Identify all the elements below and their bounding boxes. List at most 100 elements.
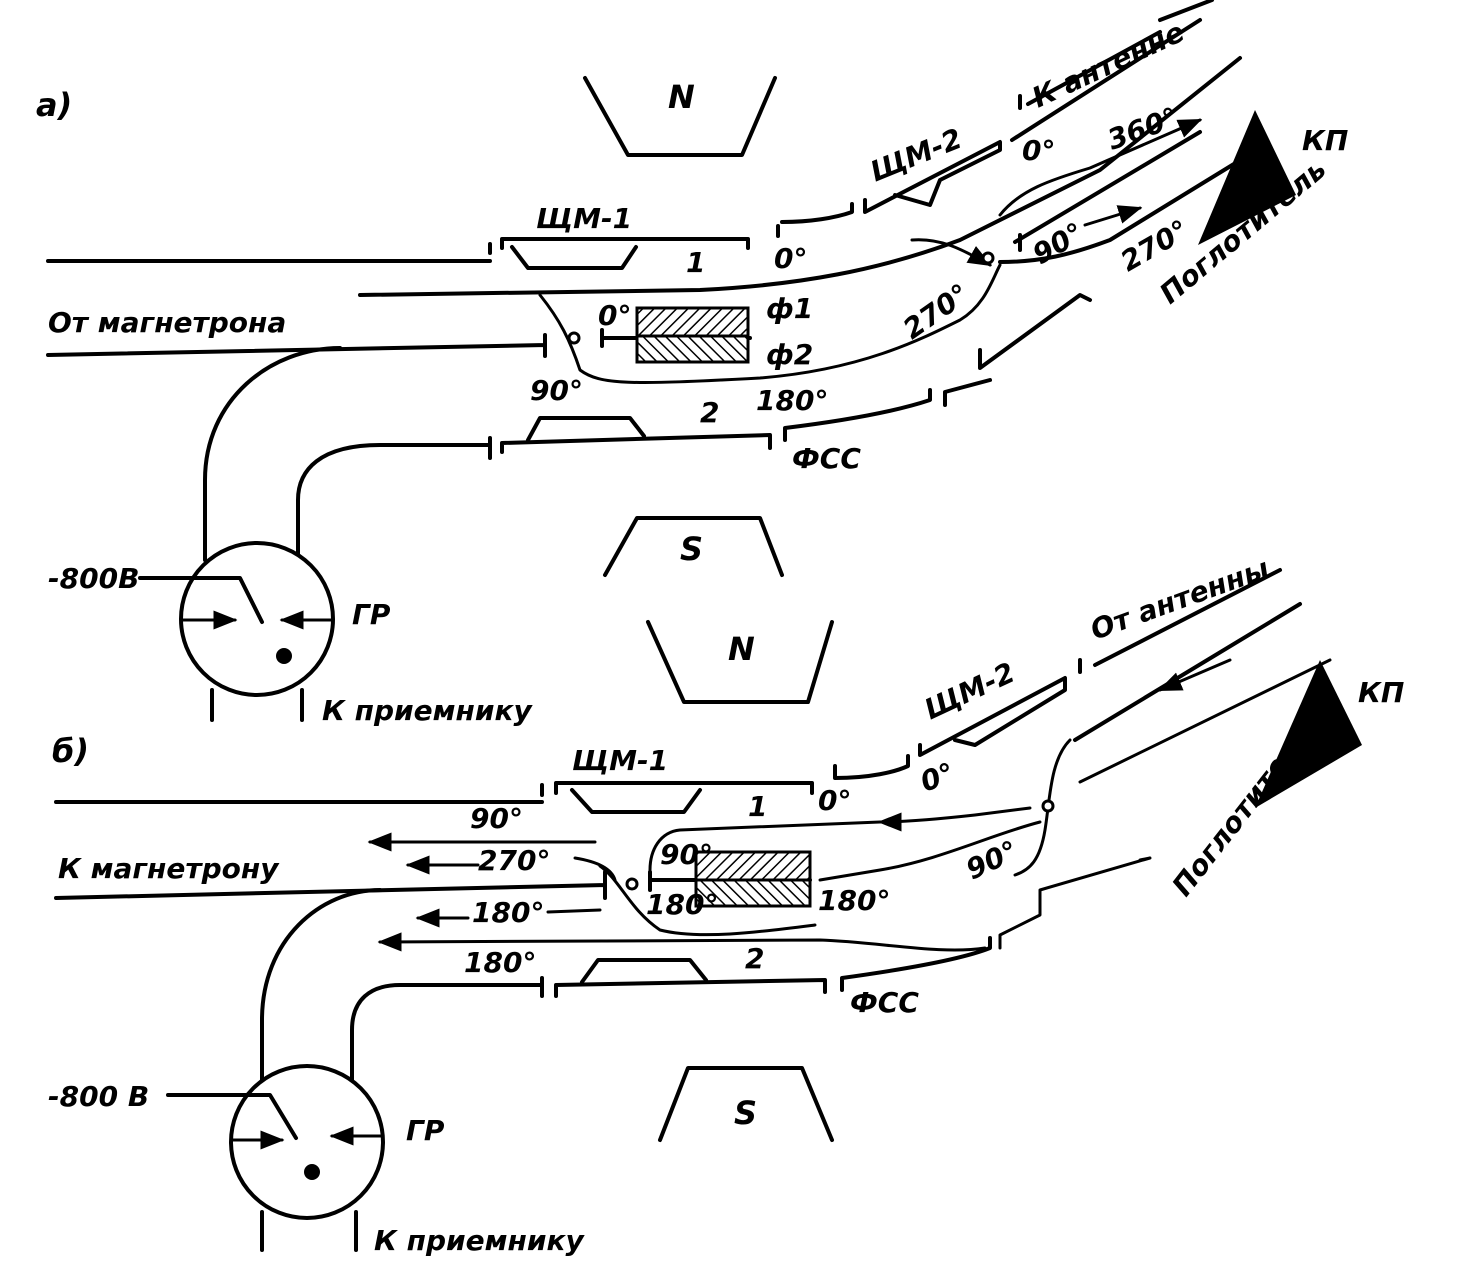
kp-label-b: КП xyxy=(1358,676,1404,709)
waveguide-top-wall-b xyxy=(54,783,544,804)
shm1-label-b: ЩМ-1 xyxy=(572,744,668,777)
shm1-slot-a xyxy=(510,245,638,270)
f1-label-a: ф1 xyxy=(766,292,813,325)
antenna-guide-b xyxy=(1073,568,1302,742)
magnetron-output-line-b xyxy=(54,870,607,900)
gr-electrode-a xyxy=(138,576,264,624)
receiver-leads-b xyxy=(260,1210,358,1252)
from-antenna-label-b: От антенны xyxy=(1086,552,1273,647)
probe-circle-b2 xyxy=(625,877,639,891)
fss-label-b: ФСС xyxy=(850,986,919,1019)
deg-180-ferrite-right-b: 180° xyxy=(818,884,890,917)
shm2-label-a: ЩМ-2 xyxy=(865,122,966,189)
pole-n-label-b: N xyxy=(728,630,755,668)
arrow-180-mid-b xyxy=(418,910,602,918)
probe-circle-b1 xyxy=(1041,799,1055,813)
deg-270-arrow-b: 270° xyxy=(478,844,550,877)
shm1-wall-b xyxy=(554,781,814,795)
voltage-label-a: -800В xyxy=(48,562,139,595)
gr-bend-outer-a xyxy=(203,346,342,562)
arrow-path1-b xyxy=(877,806,1032,832)
pole-s-label-b: S xyxy=(734,1094,757,1132)
absorber-wall-b xyxy=(998,856,1152,950)
arrow-360-a xyxy=(998,118,1203,217)
path-90-b xyxy=(818,820,1042,882)
deg-0-shm2-a: 0° xyxy=(1022,134,1055,167)
deg-0-path1-b: 0° xyxy=(818,784,851,817)
shm2-wall-a xyxy=(863,140,1002,214)
fss-label-a: ФСС xyxy=(792,442,861,475)
deg-0-upper-a: 0° xyxy=(774,242,807,275)
panel-a-marker: а) xyxy=(36,86,72,124)
ferrite-f2-a xyxy=(635,334,750,364)
magnetron-input-line-a xyxy=(46,333,547,358)
waveguide-upper-right-b xyxy=(833,754,910,780)
antenna-guide-top-a xyxy=(1158,0,1214,22)
gr-label-b: ГР xyxy=(406,1114,445,1147)
gr-circle-b xyxy=(229,1064,385,1220)
from-magnetron-label-a: От магнетрона xyxy=(48,306,286,339)
gr-dot-a xyxy=(276,648,292,664)
kp-absorber-b xyxy=(1255,660,1362,808)
deg-270-mid-a: 270° xyxy=(897,277,975,346)
shm1-wall-a xyxy=(500,237,750,250)
path2-label-b: 2 xyxy=(745,942,764,975)
guide-right-upper-b xyxy=(1078,658,1332,784)
deg-90-top-b: 90° xyxy=(470,802,523,835)
path-1-line-a xyxy=(358,56,1242,297)
absorber-label-b: Поглотитель xyxy=(1166,719,1319,902)
path2-inner-b xyxy=(598,864,817,937)
deg-180-bottom-b: 180° xyxy=(464,946,536,979)
pole-n-label-a: N xyxy=(668,78,695,116)
ferrite-f1-b xyxy=(694,850,812,882)
path2-label-a: 2 xyxy=(700,396,719,429)
deg-180-arrow-b: 180° xyxy=(472,896,544,929)
lower-wall-b xyxy=(554,978,827,998)
kp-absorber-a xyxy=(1198,110,1296,245)
absorber-guide-a xyxy=(998,130,1262,264)
path1-inner-b xyxy=(648,820,882,872)
arrow-90-a xyxy=(1083,205,1143,227)
deg-90-right-a: 90° xyxy=(1027,216,1089,271)
deg-90-left-a: 90° xyxy=(530,374,583,407)
gr-label-a: ГР xyxy=(352,598,391,631)
magnet-pole-s-a xyxy=(603,516,784,577)
to-magnetron-label-b: К магнетрону xyxy=(58,852,280,885)
path1-label-a: 1 xyxy=(686,246,705,279)
lower-wall-a xyxy=(500,433,772,454)
deg-0-mid-a: 0° xyxy=(598,299,631,332)
arrow-270-b xyxy=(408,858,617,880)
arrow-coupling-a xyxy=(910,238,993,267)
fss-slot-b xyxy=(580,958,708,984)
f2-label-a: ф2 xyxy=(766,338,813,371)
absorber-wall-a xyxy=(978,293,1092,370)
ferrite-f1-a xyxy=(635,306,750,338)
magnet-pole-n-b xyxy=(646,620,834,704)
to-antenna-label-a: К антенне xyxy=(1027,15,1189,114)
deg-90-ferrite-b: 90° xyxy=(660,838,713,871)
gr-electrode-b xyxy=(166,1093,298,1140)
deg-180-a: 180° xyxy=(756,384,828,417)
path1-label-b: 1 xyxy=(748,790,767,823)
deg-180-ferrite-left-b: 180° xyxy=(646,888,718,921)
path-2-line-a xyxy=(538,263,1002,385)
magnet-pole-s-b xyxy=(658,1066,834,1142)
antenna-guide-a xyxy=(1010,18,1202,142)
gr-bend-inner-a xyxy=(296,436,492,562)
lower-wall-right-b xyxy=(840,936,992,992)
probe-circle-a1 xyxy=(981,251,995,265)
deg-0-shm2-b: 0° xyxy=(916,756,959,798)
kp-label-a: КП xyxy=(1302,124,1348,157)
receiver-leads-a xyxy=(210,688,304,722)
fss-slot-a xyxy=(526,416,646,442)
waveguide-upper-right-a xyxy=(776,202,854,238)
voltage-label-b: -800 В xyxy=(48,1080,149,1113)
to-receiver-label-a: К приемнику xyxy=(322,694,533,727)
shm1-label-a: ЩМ-1 xyxy=(536,202,632,235)
pole-s-label-a: S xyxy=(680,530,703,568)
gr-dot-b xyxy=(304,1164,320,1180)
shm2-label-b: ЩМ-2 xyxy=(919,656,1020,727)
gr-bend-outer-b xyxy=(260,888,382,1082)
